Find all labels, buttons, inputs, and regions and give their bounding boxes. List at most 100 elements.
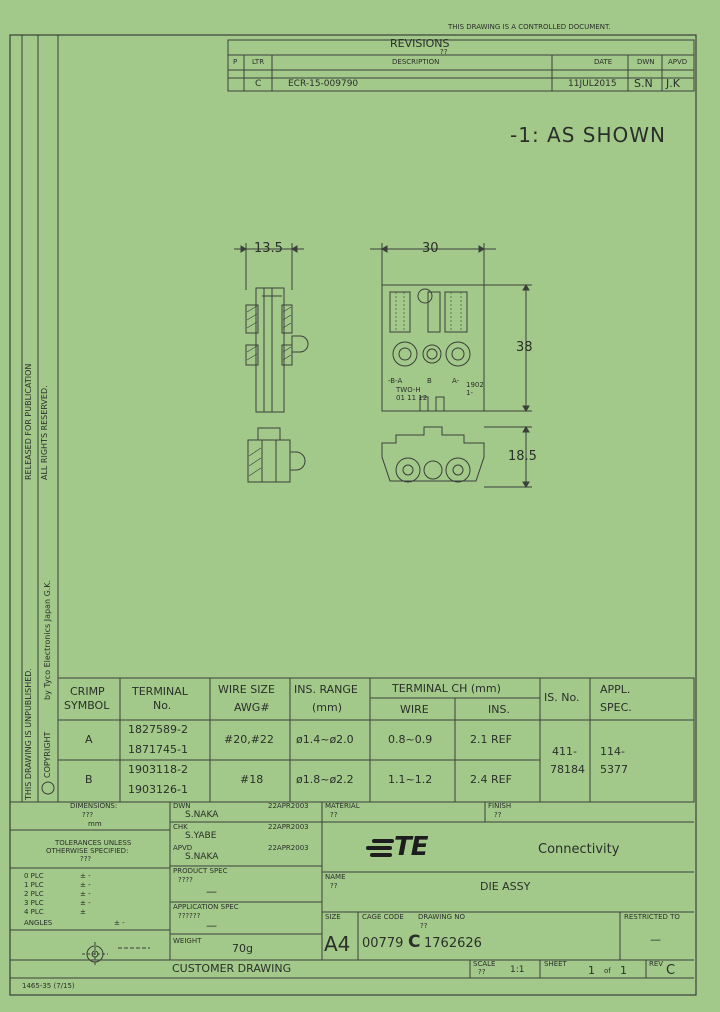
finish-label: FINISH bbox=[488, 802, 512, 810]
cage-label: CAGE CODE bbox=[362, 913, 404, 921]
rev-label: REV bbox=[649, 960, 664, 968]
row-a-symbol: A bbox=[85, 733, 93, 746]
rev-row-date: 11JUL2015 bbox=[568, 79, 617, 89]
rev-row-ltr: C bbox=[255, 79, 262, 89]
rev-header-description: DESCRIPTION bbox=[392, 58, 440, 66]
tol-row-5-val: ± - bbox=[114, 919, 125, 927]
rev-header-dwn: DWN bbox=[637, 58, 655, 66]
mark-wire1: TWO-H bbox=[396, 386, 421, 394]
tol-row-5-label: ANGLES bbox=[24, 919, 53, 927]
appl-spec-1: 114- bbox=[600, 745, 625, 758]
apvd-label: APVD bbox=[173, 844, 193, 852]
dim-side-width: 13.5 bbox=[254, 241, 283, 256]
hdr-terminal-2: No. bbox=[153, 699, 172, 712]
name-label: NAME bbox=[325, 873, 346, 881]
sheet-label: SHEET bbox=[544, 960, 567, 968]
revisions-sub: ?? bbox=[440, 48, 448, 56]
row-b-symbol: B bbox=[85, 773, 93, 786]
all-rights-reserved: ALL RIGHTS RESERVED. bbox=[40, 385, 49, 480]
tol-row-1-label: 1 PLC bbox=[24, 881, 44, 889]
weight-label: WEIGHT bbox=[173, 937, 202, 945]
scale-label: SCALE bbox=[473, 960, 496, 968]
row-a-range: ø1.4~ø2.0 bbox=[296, 733, 354, 746]
tyco-copyright: by Tyco Electronics Japan G.K. bbox=[43, 579, 52, 700]
material-val: ?? bbox=[330, 811, 338, 819]
sheet-total: 1 bbox=[620, 964, 627, 977]
te-logo-bar-2 bbox=[366, 846, 392, 850]
revisions-title: REVISIONS bbox=[390, 37, 450, 50]
dimensions-val2: mm bbox=[88, 820, 102, 828]
form-number: 1465-35 (7/15) bbox=[22, 982, 75, 990]
mark-wire2: 01 11 12 bbox=[396, 394, 428, 402]
size-label: SIZE bbox=[325, 913, 341, 921]
hdr-wire-size: WIRE SIZE bbox=[218, 683, 275, 696]
drawing-label: DRAWING NO bbox=[418, 913, 465, 921]
dim-front-width: 30 bbox=[422, 241, 439, 256]
tol-row-4-val: ± bbox=[80, 908, 86, 916]
material-label: MATERIAL bbox=[325, 802, 360, 810]
tol-row-3-val: ± - bbox=[80, 899, 91, 907]
hdr-awg: AWG# bbox=[234, 701, 270, 714]
chk-date: 22APR2003 bbox=[268, 823, 309, 831]
rev-header-ltr: LTR bbox=[252, 58, 265, 66]
application-spec-dash: — bbox=[206, 919, 217, 932]
tol-row-3-label: 3 PLC bbox=[24, 899, 44, 907]
tol-row-2-label: 2 PLC bbox=[24, 890, 44, 898]
mark-center: B bbox=[427, 377, 432, 385]
weight-val: 70g bbox=[232, 942, 253, 955]
dim-front-height: 38 bbox=[516, 340, 533, 355]
mark-r1: 1902 bbox=[466, 381, 484, 389]
hdr-wire: WIRE bbox=[400, 703, 429, 716]
row-b-awg: #18 bbox=[240, 773, 264, 786]
tol-line-2: OTHERWISE SPECIFIED: bbox=[46, 847, 129, 855]
tol-row-0-val: ± - bbox=[80, 872, 91, 880]
hdr-crimp-1: CRIMP bbox=[70, 685, 105, 698]
copyright-label: COPYRIGHT bbox=[43, 731, 52, 778]
hdr-terminal-1: TERMINAL bbox=[132, 685, 188, 698]
product-spec-dash: — bbox=[206, 885, 217, 898]
dwn-name: S.NAKA bbox=[185, 810, 219, 820]
row-b-range: ø1.8~ø2.2 bbox=[296, 773, 354, 786]
rev-row-apvd: J.K bbox=[666, 77, 680, 90]
scale-sub: ?? bbox=[478, 968, 486, 976]
c-mark-icon: C bbox=[408, 932, 421, 952]
drawing-val: 1762626 bbox=[424, 936, 482, 951]
product-spec-val: ???? bbox=[178, 876, 193, 884]
hdr-crimp-ch: TERMINAL CH (mm) bbox=[392, 682, 501, 695]
hdr-crimp-2: SYMBOL bbox=[64, 699, 110, 712]
sheet-of: of bbox=[604, 967, 611, 975]
apvd-date: 22APR2003 bbox=[268, 844, 309, 852]
mark-left: -B-A bbox=[388, 377, 403, 385]
cage-val: 00779 bbox=[362, 936, 404, 951]
rev-row-dwn: S.N bbox=[634, 77, 653, 90]
row-b-terminal-1: 1903118-2 bbox=[128, 763, 188, 776]
hdr-spec: SPEC. bbox=[600, 701, 632, 714]
restricted-label: RESTRICTED TO bbox=[624, 913, 680, 921]
te-logo-bar-1 bbox=[372, 839, 394, 843]
product-spec-label: PRODUCT SPEC bbox=[173, 867, 228, 875]
scale-val: 1:1 bbox=[510, 965, 525, 975]
row-a-terminal-2: 1871745-1 bbox=[128, 743, 188, 756]
row-a-ins: 2.1 REF bbox=[470, 733, 512, 746]
dwn-date: 22APR2003 bbox=[268, 802, 309, 810]
finish-val: ?? bbox=[494, 811, 502, 819]
drawing-unpublished: THIS DRAWING IS UNPUBLISHED. bbox=[24, 668, 33, 800]
row-a-wire: 0.8~0.9 bbox=[388, 733, 433, 746]
row-a-terminal-1: 1827589-2 bbox=[128, 723, 188, 736]
te-logo-bar-3 bbox=[370, 853, 392, 857]
dimensions-val1: ??? bbox=[82, 811, 94, 819]
mark-r2: 1- bbox=[466, 389, 473, 397]
application-spec-label: APPLICATION SPEC bbox=[173, 903, 239, 911]
row-b-ins: 2.4 REF bbox=[470, 773, 512, 786]
chk-label: CHK bbox=[173, 823, 188, 831]
dimensions-label: DIMENSIONS: bbox=[70, 802, 118, 810]
drawing-sub: ?? bbox=[420, 922, 428, 930]
controlled-doc-notice: THIS DRAWING IS A CONTROLLED DOCUMENT. bbox=[448, 23, 611, 31]
hdr-ins-unit: (mm) bbox=[312, 701, 343, 714]
sheet-val: 1 bbox=[588, 964, 595, 977]
view-note: -1: AS SHOWN bbox=[510, 123, 666, 147]
is-no-1: 411- bbox=[552, 745, 577, 758]
rev-val: C bbox=[666, 963, 676, 978]
hdr-ins-range: INS. RANGE bbox=[294, 683, 358, 696]
